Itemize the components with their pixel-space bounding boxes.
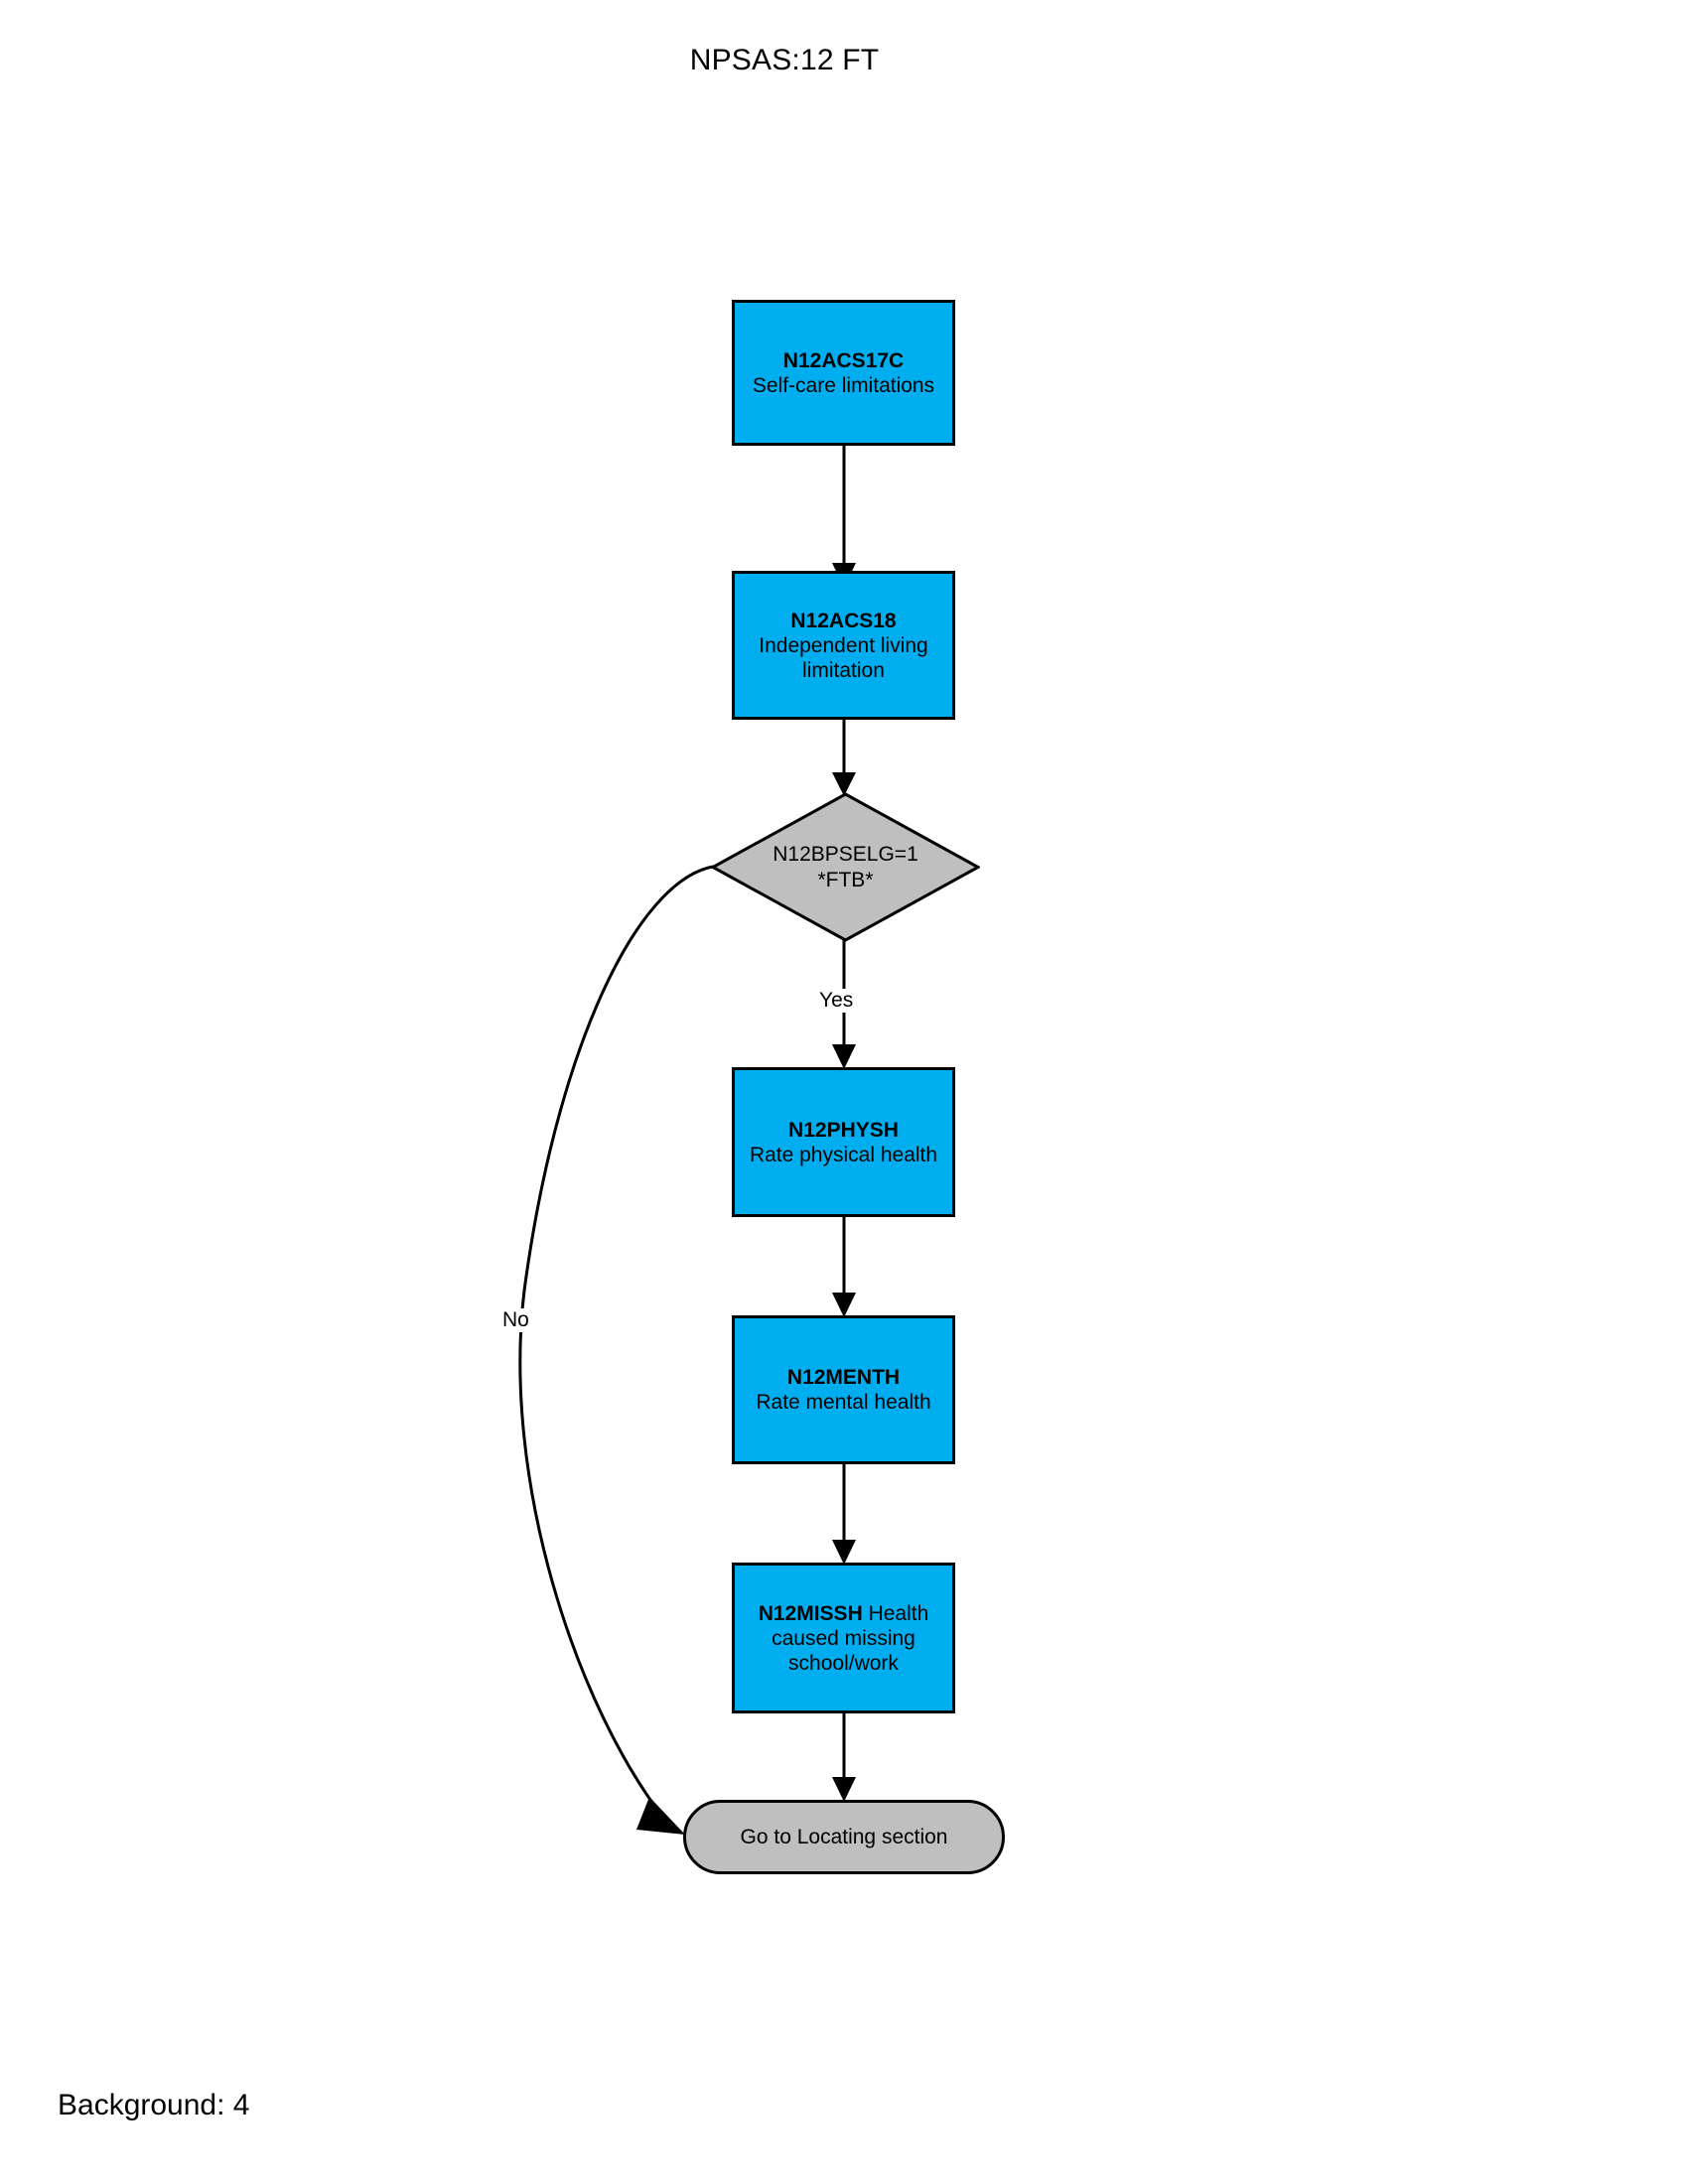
node-n12bpselg-line2: *FTB*: [817, 868, 874, 891]
edge-acs17c-to-acs18: [832, 446, 856, 588]
edge-label-yes: Yes: [816, 989, 857, 1013]
node-n12missh-code: N12MISSH: [758, 1601, 863, 1625]
node-n12acs17c-code: N12ACS17C: [782, 348, 905, 372]
edge-menth-to-missh: [832, 1464, 856, 1565]
node-n12acs18-label-line2: limitation: [802, 658, 885, 682]
node-n12physh[interactable]: N12PHYSH Rate physical health: [732, 1067, 955, 1217]
node-n12missh-label-line3: school/work: [788, 1651, 899, 1675]
node-goto-locating-label: Go to Locating section: [740, 1826, 948, 1848]
node-n12bpselg-decision[interactable]: N12BPSELG=1 *FTB*: [711, 792, 980, 942]
node-n12bpselg-text: N12BPSELG=1 *FTB*: [711, 792, 980, 942]
node-n12acs18-text: N12ACS18 Independent living limitation: [759, 609, 927, 683]
node-n12physh-text: N12PHYSH Rate physical health: [750, 1118, 937, 1167]
node-n12menth-code: N12MENTH: [786, 1366, 901, 1389]
edge-acs18-to-bpselg: [832, 720, 856, 796]
node-n12menth-label: Rate mental health: [756, 1391, 931, 1414]
node-n12menth-text: N12MENTH Rate mental health: [756, 1365, 930, 1415]
node-n12menth[interactable]: N12MENTH Rate mental health: [732, 1315, 955, 1464]
background-note: Background: 4: [58, 2089, 250, 2121]
node-n12acs18-code: N12ACS18: [790, 609, 897, 632]
edge-label-no: No: [499, 1308, 532, 1332]
node-n12missh-text: N12MISSH Health caused missing school/wo…: [759, 1601, 929, 1676]
node-n12acs17c-label: Self-care limitations: [752, 373, 935, 397]
node-goto-locating[interactable]: Go to Locating section: [683, 1800, 1005, 1874]
edge-missh-to-locating: [832, 1713, 856, 1802]
node-n12acs17c[interactable]: N12ACS17C Self-care limitations: [732, 300, 955, 446]
decision-diamond-shape: [711, 792, 980, 942]
node-n12physh-label: Rate physical health: [749, 1143, 938, 1166]
edge-physh-to-menth: [832, 1217, 856, 1317]
page-title: NPSAS:12 FT: [689, 44, 880, 76]
node-n12acs18[interactable]: N12ACS18 Independent living limitation: [732, 571, 955, 720]
node-n12physh-code: N12PHYSH: [788, 1118, 899, 1142]
node-n12missh-label-line1: Health: [862, 1601, 929, 1625]
node-n12acs18-label-line1: Independent living: [759, 633, 928, 657]
node-n12bpselg-line1: N12BPSELG=1: [773, 842, 918, 866]
edge-bpselg-to-locating-no: [518, 865, 714, 1835]
node-n12acs17c-text: N12ACS17C Self-care limitations: [753, 348, 934, 398]
node-n12missh[interactable]: N12MISSH Health caused missing school/wo…: [732, 1563, 955, 1713]
node-n12missh-label-line2: caused missing: [772, 1626, 915, 1650]
